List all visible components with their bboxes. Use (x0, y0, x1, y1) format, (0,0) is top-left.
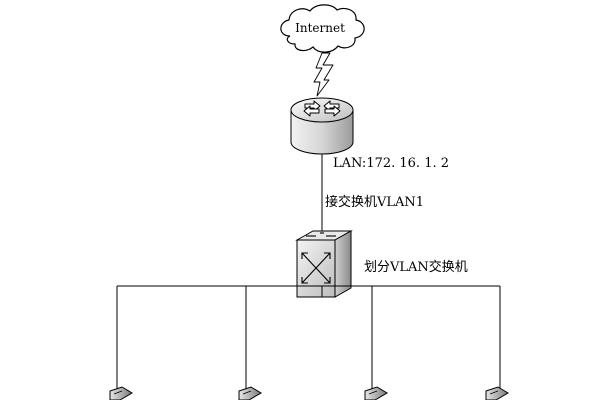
distribution-lines (116, 285, 501, 389)
host-icon (238, 386, 262, 400)
switch-label: 划分VLAN交换机 (364, 259, 468, 275)
internet-label: Internet (295, 21, 345, 35)
uplink-label: 接交换机VLAN1 (325, 194, 424, 210)
host-icon (364, 386, 388, 400)
router-icon (290, 97, 354, 155)
switch-icon (295, 230, 353, 298)
host-icon (109, 386, 133, 400)
lightning-link-icon (313, 52, 334, 97)
host-icon (485, 386, 509, 400)
cloud-icon: Internet (280, 4, 365, 53)
router-lan-label: LAN:172. 16. 1. 2 (333, 156, 449, 171)
